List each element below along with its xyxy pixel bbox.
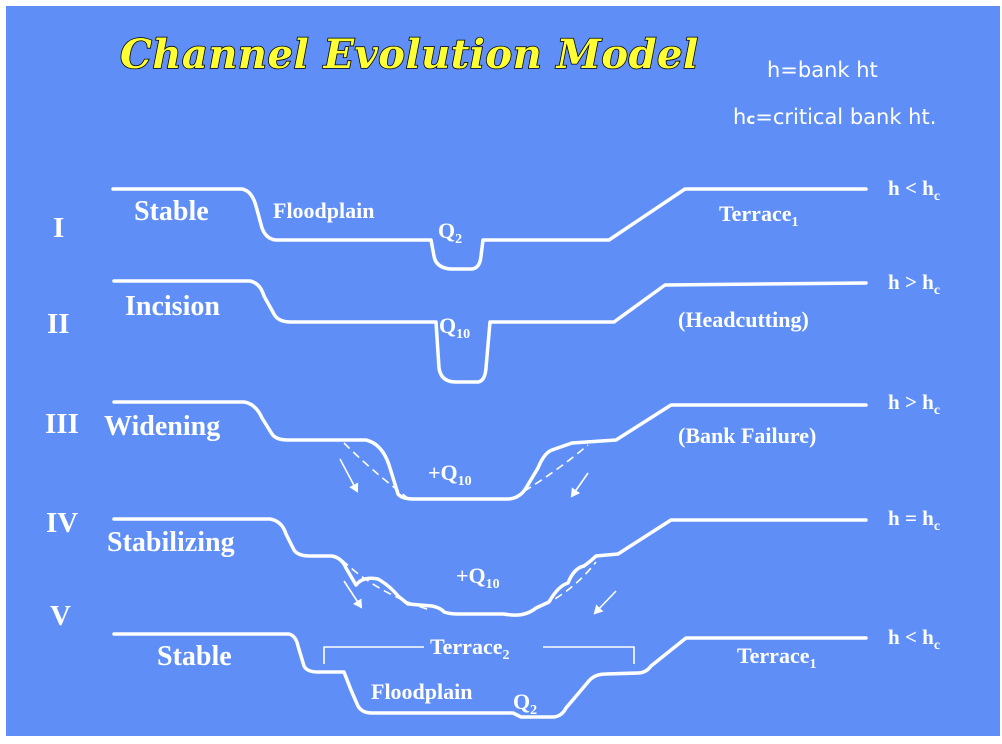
stage-2-flow-label: Q10: [439, 313, 470, 342]
stage-4-numeral: IV: [46, 507, 78, 539]
stage-2-name: Incision: [125, 291, 220, 322]
stage-1-terrace-label: Terrace1: [719, 201, 798, 230]
slide-title: Channel Evolution Model: [120, 31, 699, 78]
stage-1-floodplain-label: Floodplain: [273, 198, 374, 223]
stage-2-cross-section: [112, 279, 868, 384]
stage-3-bank-failure-label: (Bank Failure): [678, 423, 816, 448]
stage-2: II Incision Q10 (Headcutting) h > hc: [47, 270, 940, 384]
stage-1-name: Stable: [134, 196, 209, 227]
stage-4-cross-section: [112, 517, 868, 617]
stage-2-headcutting-label: (Headcutting): [678, 307, 809, 332]
stage-1-cross-section: [111, 187, 868, 271]
stage-3-failure-plane-right: [512, 444, 589, 499]
stage-4-condition: h = hc: [888, 506, 940, 534]
channel-evolution-diagram: Channel Evolution Model h=bank ht hc=cri…: [45, 30, 940, 719]
stage-5: V Stable Terrace2 Floodplain Q2 Terrace1…: [50, 600, 940, 719]
stage-1-flow-label: Q2: [438, 218, 462, 247]
stage-2-numeral: II: [47, 308, 70, 340]
stage-3-name: Widening: [104, 411, 220, 442]
stage-1-condition: h < hc: [888, 176, 940, 204]
stage-1: I Stable Floodplain Q2 Terrace1 h < hc: [53, 176, 940, 271]
stage-5-upper-terrace-label: Terrace2: [430, 634, 509, 663]
stage-3-cross-section: [112, 400, 868, 501]
stage-5-name: Stable: [157, 641, 232, 672]
stage-5-terrace-label: Terrace1: [737, 643, 816, 672]
slide-background: Channel Evolution Model h=bank ht hc=cri…: [6, 6, 1000, 736]
stage-4-failure-plane-right: [519, 561, 597, 616]
stage-5-numeral: V: [50, 600, 71, 632]
stage-4-arrow-right: [593, 590, 617, 615]
stage-1-numeral: I: [53, 212, 64, 244]
stage-5-flow-label: Q2: [513, 689, 537, 718]
stage-4-flow-label: +Q10: [456, 563, 500, 592]
stage-3: III Widening +Q10 (Bank Failure) h > hc: [45, 390, 940, 501]
stage-3-flow-label: +Q10: [428, 460, 472, 489]
stage-3-numeral: III: [45, 408, 79, 440]
stage-3-failure-plane-left: [343, 442, 410, 500]
stage-3-arrow-left: [339, 458, 359, 493]
stage-4-name: Stabilizing: [107, 527, 235, 558]
stage-4-arrow-left: [343, 580, 363, 609]
stage-5-condition: h < hc: [888, 625, 940, 653]
stage-4: IV Stabilizing +Q10 h = hc: [46, 506, 940, 617]
stage-5-floodplain-label: Floodplain: [371, 679, 472, 704]
legend-critical-bank-height: hc=critical bank ht.: [733, 105, 936, 129]
stage-3-condition: h > hc: [888, 390, 940, 418]
legend-bank-height: h=bank ht: [767, 58, 878, 82]
stage-2-condition: h > hc: [888, 270, 940, 298]
stage-3-arrow-right: [570, 472, 589, 498]
stage-5-cross-section: [112, 632, 868, 719]
stage-5-terrace-bracket: [323, 646, 635, 664]
